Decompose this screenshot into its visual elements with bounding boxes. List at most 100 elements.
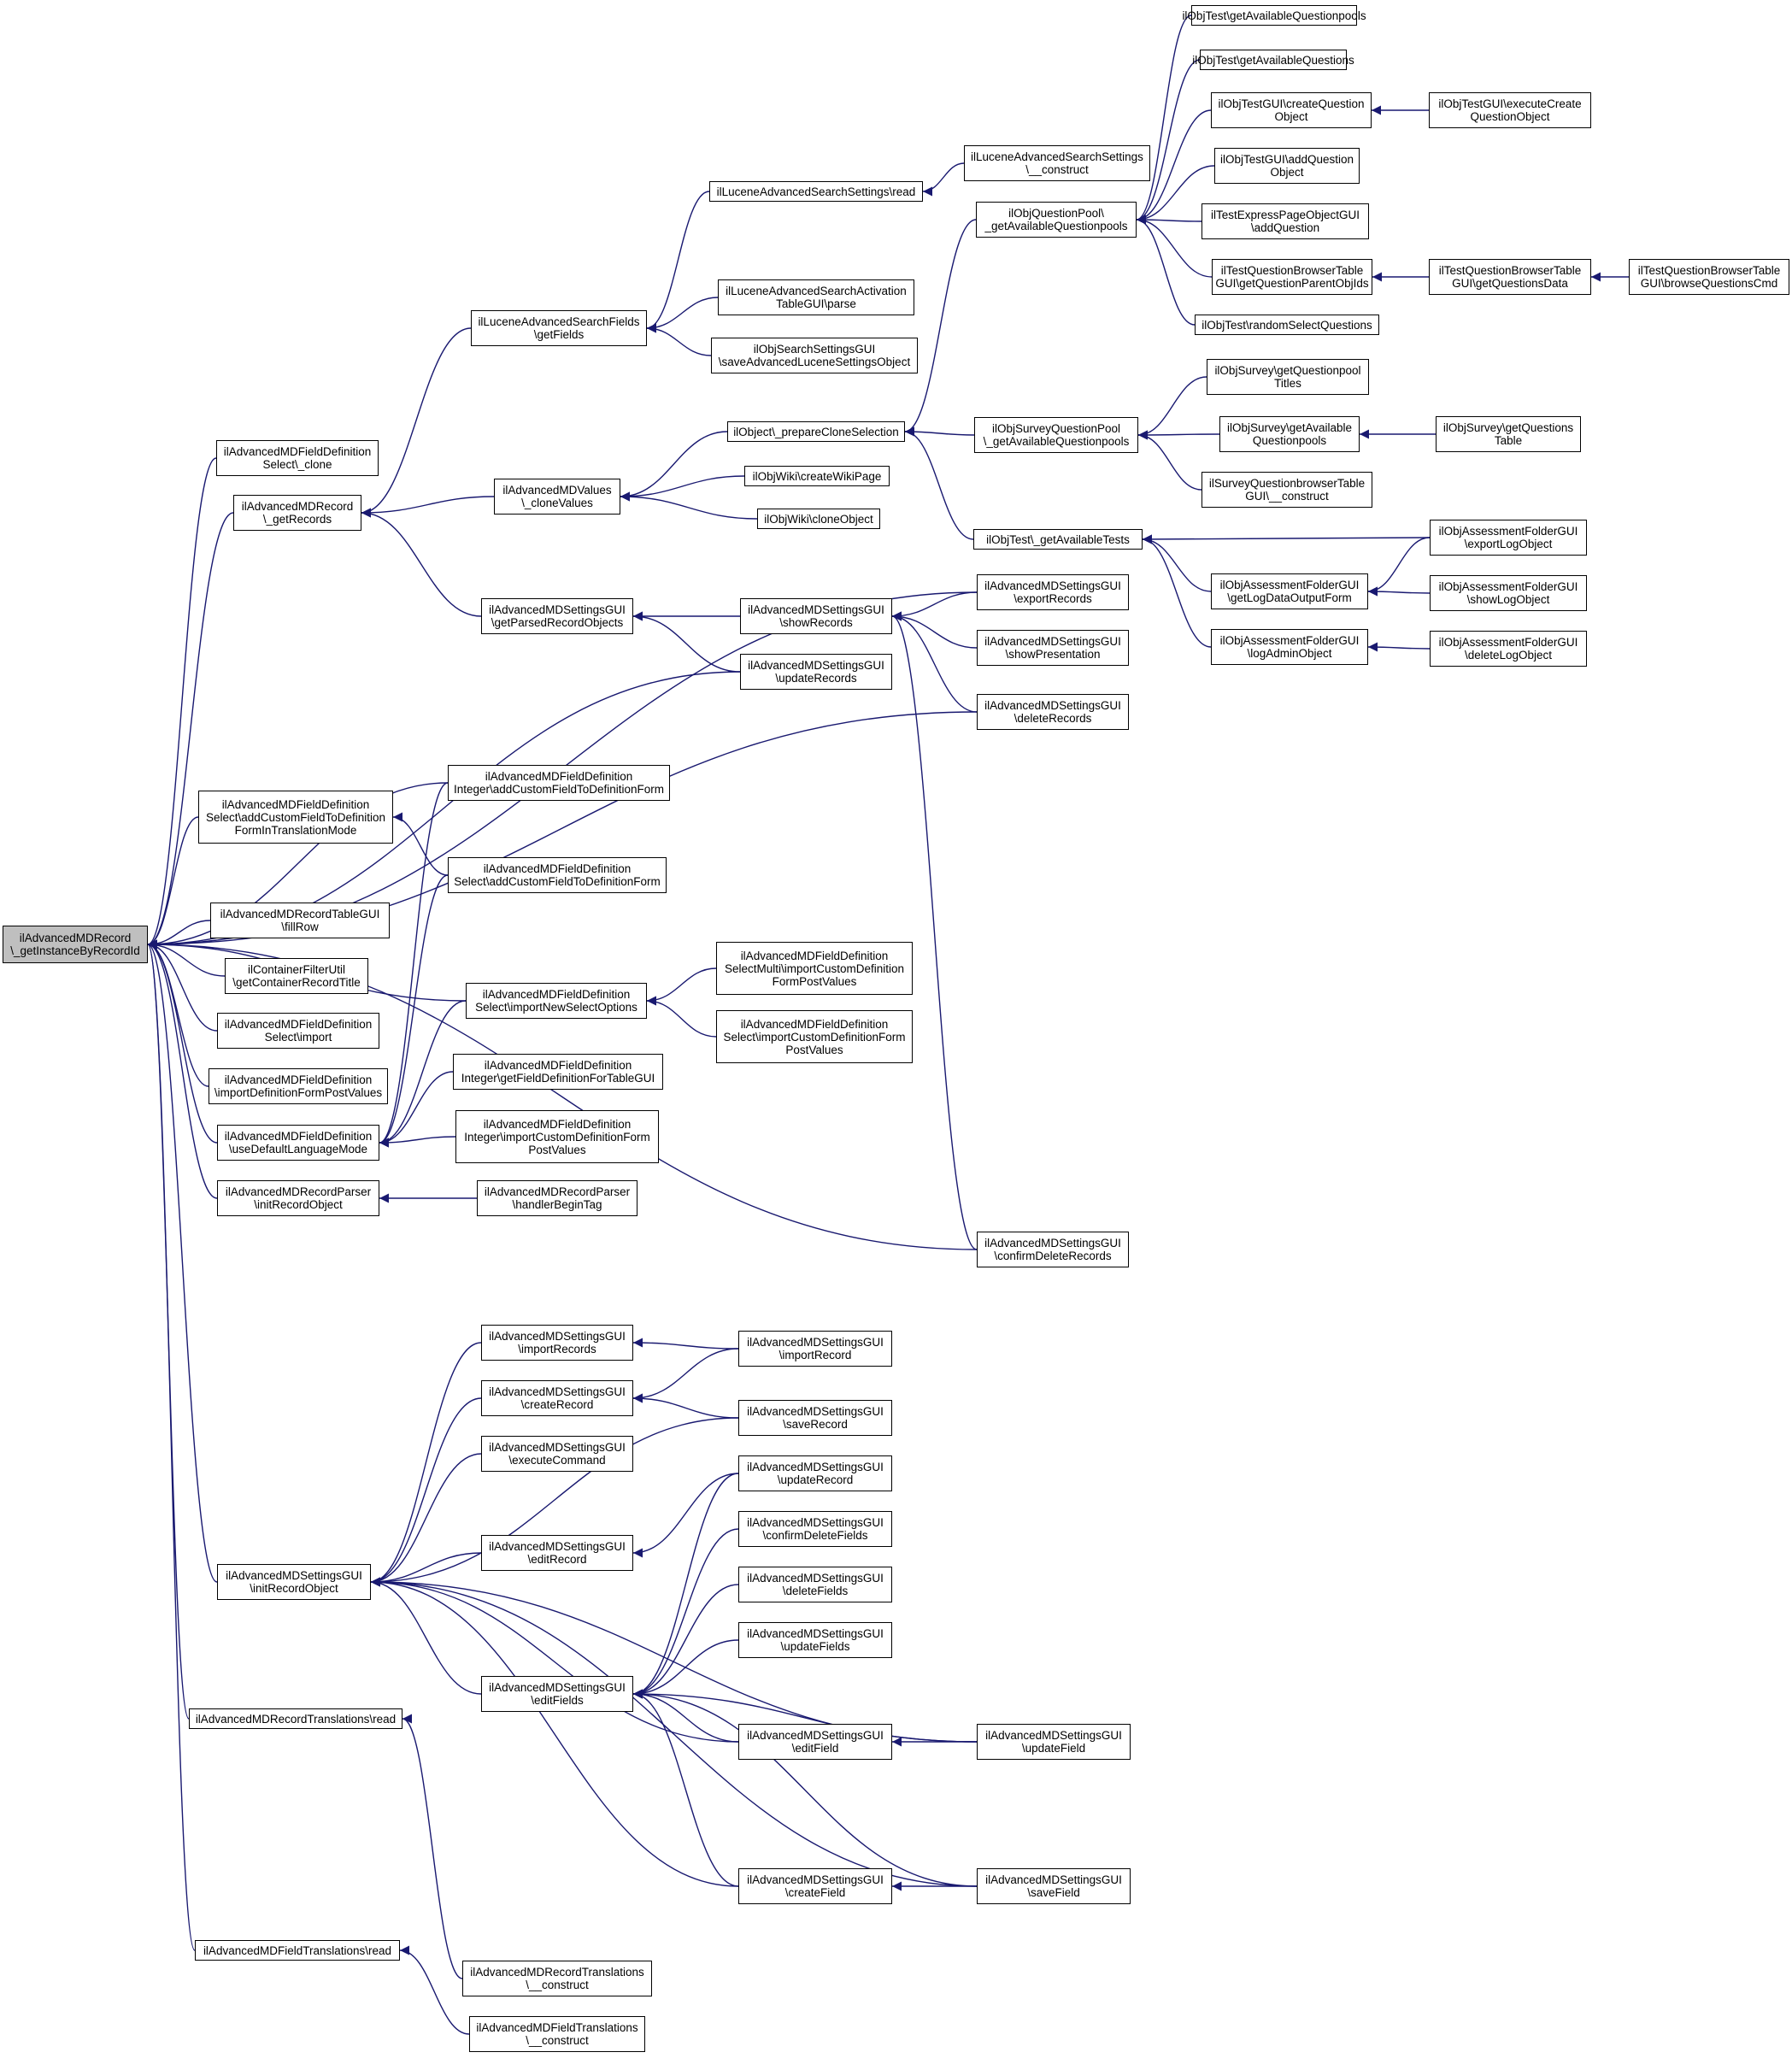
node-confdelrec[interactable]: ilAdvancedMDSettingsGUI \confirmDeleteRe… xyxy=(977,1232,1129,1267)
edge-confdelrec-to-showrec xyxy=(891,611,978,1250)
node-intgetfield[interactable]: ilAdvancedMDFieldDefinition Integer\getF… xyxy=(453,1054,663,1090)
node-t_browsedata[interactable]: ilTestQuestionBrowserTable GUI\getQuesti… xyxy=(1429,259,1591,295)
node-importrec[interactable]: ilAdvancedMDSettingsGUI \importRecord xyxy=(738,1331,892,1367)
node-s_browser[interactable]: ilSurveyQuestionbrowserTable GUI\__const… xyxy=(1202,472,1372,508)
node-rectranscons[interactable]: ilAdvancedMDRecordTranslations \__constr… xyxy=(462,1961,652,1996)
edge-createrec-to-initrec xyxy=(370,1397,482,1587)
edge-updflds-to-editflds xyxy=(632,1639,739,1699)
node-spool[interactable]: ilObjSurveyQuestionPool \_getAvailableQu… xyxy=(974,417,1138,453)
edge-seladdcust-to-usedefault xyxy=(379,874,449,1148)
node-initrec[interactable]: ilAdvancedMDSettingsGUI \initRecordObjec… xyxy=(217,1564,371,1600)
node-t_avq[interactable]: ilObjTest\getAvailableQuestions xyxy=(1192,50,1354,70)
node-showpres[interactable]: ilAdvancedMDSettingsGUI \showPresentatio… xyxy=(977,630,1129,666)
node-execcmd[interactable]: ilAdvancedMDSettingsGUI \executeCommand xyxy=(481,1436,633,1472)
node-importdef[interactable]: ilAdvancedMDFieldDefinition \importDefin… xyxy=(209,1068,388,1104)
node-intimpcust[interactable]: ilAdvancedMDFieldDefinition Integer\impo… xyxy=(455,1110,659,1163)
node-t_express[interactable]: ilTestExpressPageObjectGUI \addQuestion xyxy=(1202,203,1369,239)
node-lucfields[interactable]: ilLuceneAdvancedSearchFields \getFields xyxy=(471,310,647,346)
node-wikiclone[interactable]: ilObjWiki\cloneObject xyxy=(757,509,880,529)
node-saverec[interactable]: ilAdvancedMDSettingsGUI \saveRecord xyxy=(738,1400,892,1436)
node-objsearch[interactable]: ilObjSearchSettingsGUI \saveAdvancedLuce… xyxy=(711,338,918,373)
node-fillrow[interactable]: ilAdvancedMDRecordTableGUI \fillRow xyxy=(210,903,390,938)
node-a_logdata[interactable]: ilObjAssessmentFolderGUI \getLogDataOutp… xyxy=(1211,573,1368,609)
node-t_create[interactable]: ilObjTestGUI\createQuestion Object xyxy=(1211,92,1372,128)
node-selimpcust[interactable]: ilAdvancedMDFieldDefinition Select\impor… xyxy=(716,1010,913,1063)
node-a_export[interactable]: ilObjAssessmentFolderGUI \exportLogObjec… xyxy=(1430,520,1587,556)
node-selclone[interactable]: ilAdvancedMDFieldDefinition Select\_clon… xyxy=(216,440,379,476)
node-rectrans[interactable]: ilAdvancedMDRecordTranslations\read xyxy=(189,1708,402,1729)
node-savefld[interactable]: ilAdvancedMDSettingsGUI \saveField xyxy=(977,1868,1131,1904)
node-parsertag[interactable]: ilAdvancedMDRecordParser \handlerBeginTa… xyxy=(477,1180,637,1216)
node-luccons[interactable]: ilLuceneAdvancedSearchSettings \__constr… xyxy=(964,145,1150,181)
edge-wikipage-to-mdvalues xyxy=(620,475,745,502)
node-showrec[interactable]: ilAdvancedMDSettingsGUI \showRecords xyxy=(740,598,892,634)
node-updrecs[interactable]: ilAdvancedMDSettingsGUI \updateRecords xyxy=(740,654,892,690)
edge-initrec-to-focus xyxy=(147,939,218,1583)
edge-qpool-to-prepclone xyxy=(904,219,977,437)
node-editrec[interactable]: ilAdvancedMDSettingsGUI \editRecord xyxy=(481,1535,633,1571)
edge-wikiclone-to-mdvalues xyxy=(620,491,758,520)
node-a_show[interactable]: ilObjAssessmentFolderGUI \showLogObject xyxy=(1430,575,1587,611)
node-avtests[interactable]: ilObjTest\_getAvailableTests xyxy=(973,529,1143,550)
node-t_execcreate[interactable]: ilObjTestGUI\executeCreate QuestionObjec… xyxy=(1429,92,1591,128)
node-getrecords[interactable]: ilAdvancedMDRecord \_getRecords xyxy=(233,495,361,531)
node-updflds[interactable]: ilAdvancedMDSettingsGUI \updateFields xyxy=(738,1622,892,1658)
node-qpool[interactable]: ilObjQuestionPool\ _getAvailableQuestion… xyxy=(976,202,1137,238)
node-editflds[interactable]: ilAdvancedMDSettingsGUI \editFields xyxy=(481,1676,633,1712)
edge-selclone-to-focus xyxy=(147,457,217,950)
node-delflds[interactable]: ilAdvancedMDSettingsGUI \deleteFields xyxy=(738,1567,892,1602)
node-intaddcust[interactable]: ilAdvancedMDFieldDefinition Integer\addC… xyxy=(448,765,670,801)
edge-editfld-to-initrec xyxy=(370,1577,739,1743)
node-usedefault[interactable]: ilAdvancedMDFieldDefinition \useDefaultL… xyxy=(217,1125,379,1161)
edge-lucread-to-lucfields xyxy=(646,191,710,333)
edge-fldtranscons-to-fldtrans xyxy=(399,1945,470,2035)
node-s_avail[interactable]: ilObjSurvey\getAvailable Questionpools xyxy=(1219,416,1360,452)
node-fldtranscons[interactable]: ilAdvancedMDFieldTranslations \__constru… xyxy=(469,2016,645,2052)
edge-t_create-to-qpool xyxy=(1136,109,1212,225)
node-prepclone[interactable]: ilObject\_prepareCloneSelection xyxy=(727,421,905,442)
node-t_browsecmd[interactable]: ilTestQuestionBrowserTable GUI\browseQue… xyxy=(1629,259,1789,295)
node-t_random[interactable]: ilObjTest\randomSelectQuestions xyxy=(1195,315,1379,335)
node-exportrec[interactable]: ilAdvancedMDSettingsGUI \exportRecords xyxy=(977,574,1129,610)
edge-savefld-to-editflds xyxy=(632,1689,978,1887)
edge-importrecs-to-initrec xyxy=(370,1342,482,1587)
node-t_addq[interactable]: ilObjTestGUI\addQuestion Object xyxy=(1214,148,1360,184)
node-parsed[interactable]: ilAdvancedMDSettingsGUI \getParsedRecord… xyxy=(481,598,633,634)
edge-updrec-to-editrec xyxy=(632,1473,739,1558)
edge-mdvalues-to-getrecords xyxy=(361,496,495,518)
node-createrec[interactable]: ilAdvancedMDSettingsGUI \createRecord xyxy=(481,1380,633,1416)
node-updfld[interactable]: ilAdvancedMDSettingsGUI \updateField xyxy=(977,1724,1131,1760)
edge-intgetfield-to-usedefault xyxy=(379,1071,454,1148)
node-fldtrans[interactable]: ilAdvancedMDFieldTranslations\read xyxy=(195,1940,400,1961)
node-container[interactable]: ilContainerFilterUtil \getContainerRecor… xyxy=(225,958,368,994)
node-s_titles[interactable]: ilObjSurvey\getQuestionpool Titles xyxy=(1207,359,1369,395)
node-lucread[interactable]: ilLuceneAdvancedSearchSettings\read xyxy=(709,181,923,202)
node-t_avqp[interactable]: ilObjTest\getAvailableQuestionpools xyxy=(1182,5,1366,26)
edge-s_browser-to-spool xyxy=(1137,430,1202,491)
node-selmulti[interactable]: ilAdvancedMDFieldDefinition SelectMulti\… xyxy=(716,942,913,995)
node-editfld[interactable]: ilAdvancedMDSettingsGUI \editField xyxy=(738,1724,892,1760)
node-seltrans[interactable]: ilAdvancedMDFieldDefinition Select\addCu… xyxy=(198,791,393,844)
edge-a_admin-to-avtests xyxy=(1142,534,1212,648)
edge-updrecs-to-parsed xyxy=(632,611,741,673)
node-delrecs[interactable]: ilAdvancedMDSettingsGUI \deleteRecords xyxy=(977,694,1129,730)
edge-createfld-to-initrec xyxy=(370,1577,739,1887)
node-importrecs[interactable]: ilAdvancedMDSettingsGUI \importRecords xyxy=(481,1325,633,1361)
node-mdvalues[interactable]: ilAdvancedMDValues \_cloneValues xyxy=(494,479,620,515)
node-a_delete[interactable]: ilObjAssessmentFolderGUI \deleteLogObjec… xyxy=(1430,631,1587,667)
node-updrec[interactable]: ilAdvancedMDSettingsGUI \updateRecord xyxy=(738,1455,892,1491)
node-focus[interactable]: ilAdvancedMDRecord \_getInstanceByRecord… xyxy=(3,926,148,963)
node-selnewopt[interactable]: ilAdvancedMDFieldDefinition Select\impor… xyxy=(466,983,647,1019)
edge-t_browser-to-qpool xyxy=(1136,215,1213,278)
node-lucact[interactable]: ilLuceneAdvancedSearchActivation TableGU… xyxy=(718,279,914,315)
node-seladdcust[interactable]: ilAdvancedMDFieldDefinition Select\addCu… xyxy=(448,857,667,893)
node-t_browser[interactable]: ilTestQuestionBrowserTable GUI\getQuesti… xyxy=(1212,259,1372,295)
node-s_table[interactable]: ilObjSurvey\getQuestions Table xyxy=(1436,416,1581,452)
node-selimport[interactable]: ilAdvancedMDFieldDefinition Select\impor… xyxy=(217,1013,379,1049)
node-wikipage[interactable]: ilObjWiki\createWikiPage xyxy=(744,466,890,486)
node-confdelfld[interactable]: ilAdvancedMDSettingsGUI \confirmDeleteFi… xyxy=(738,1511,892,1547)
node-a_admin[interactable]: ilObjAssessmentFolderGUI \logAdminObject xyxy=(1211,629,1368,665)
node-createfld[interactable]: ilAdvancedMDSettingsGUI \createField xyxy=(738,1868,892,1904)
node-parser[interactable]: ilAdvancedMDRecordParser \initRecordObje… xyxy=(217,1180,379,1216)
edge-t_random-to-qpool xyxy=(1136,215,1196,326)
